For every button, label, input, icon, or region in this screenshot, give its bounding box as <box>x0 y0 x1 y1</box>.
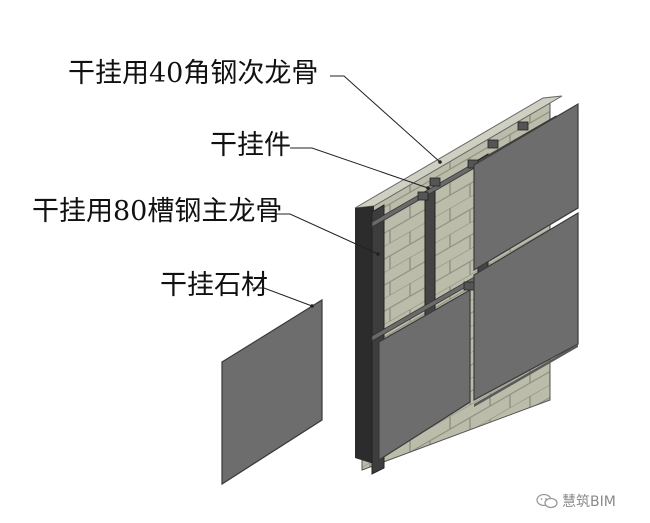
callout-angle-steel: 干挂用40角钢次龙骨 <box>68 58 319 89</box>
callout-stone: 干挂石材 <box>160 270 268 301</box>
stone-panel-lower-left <box>378 288 471 462</box>
loose-stone-panel <box>221 298 323 486</box>
hanger-clips <box>417 121 529 291</box>
stone-panels-installed <box>378 102 579 462</box>
callout-hanger: 干挂件 <box>210 130 291 161</box>
leader-lines <box>252 75 441 307</box>
hanger-clip <box>417 191 429 201</box>
watermark-text: 慧筑BIM <box>562 494 616 510</box>
hanger-clip <box>487 139 499 149</box>
wall-side-face <box>355 206 374 464</box>
leader-angle-steel <box>330 75 441 163</box>
hanger-clip <box>517 121 529 131</box>
leader-hanger <box>290 147 429 189</box>
callout-channel-steel: 干挂用80槽钢主龙骨 <box>32 196 283 227</box>
watermark: 慧筑BIM <box>536 491 616 511</box>
hanger-clip <box>429 177 441 187</box>
wechat-icon <box>536 493 558 509</box>
leader-dots <box>310 160 442 308</box>
stone-panel-upper <box>473 102 579 272</box>
leader-channel-steel <box>275 213 379 255</box>
hanger-clip <box>463 281 475 291</box>
leader-stone <box>252 287 313 307</box>
stone-panel-edge <box>474 344 578 407</box>
